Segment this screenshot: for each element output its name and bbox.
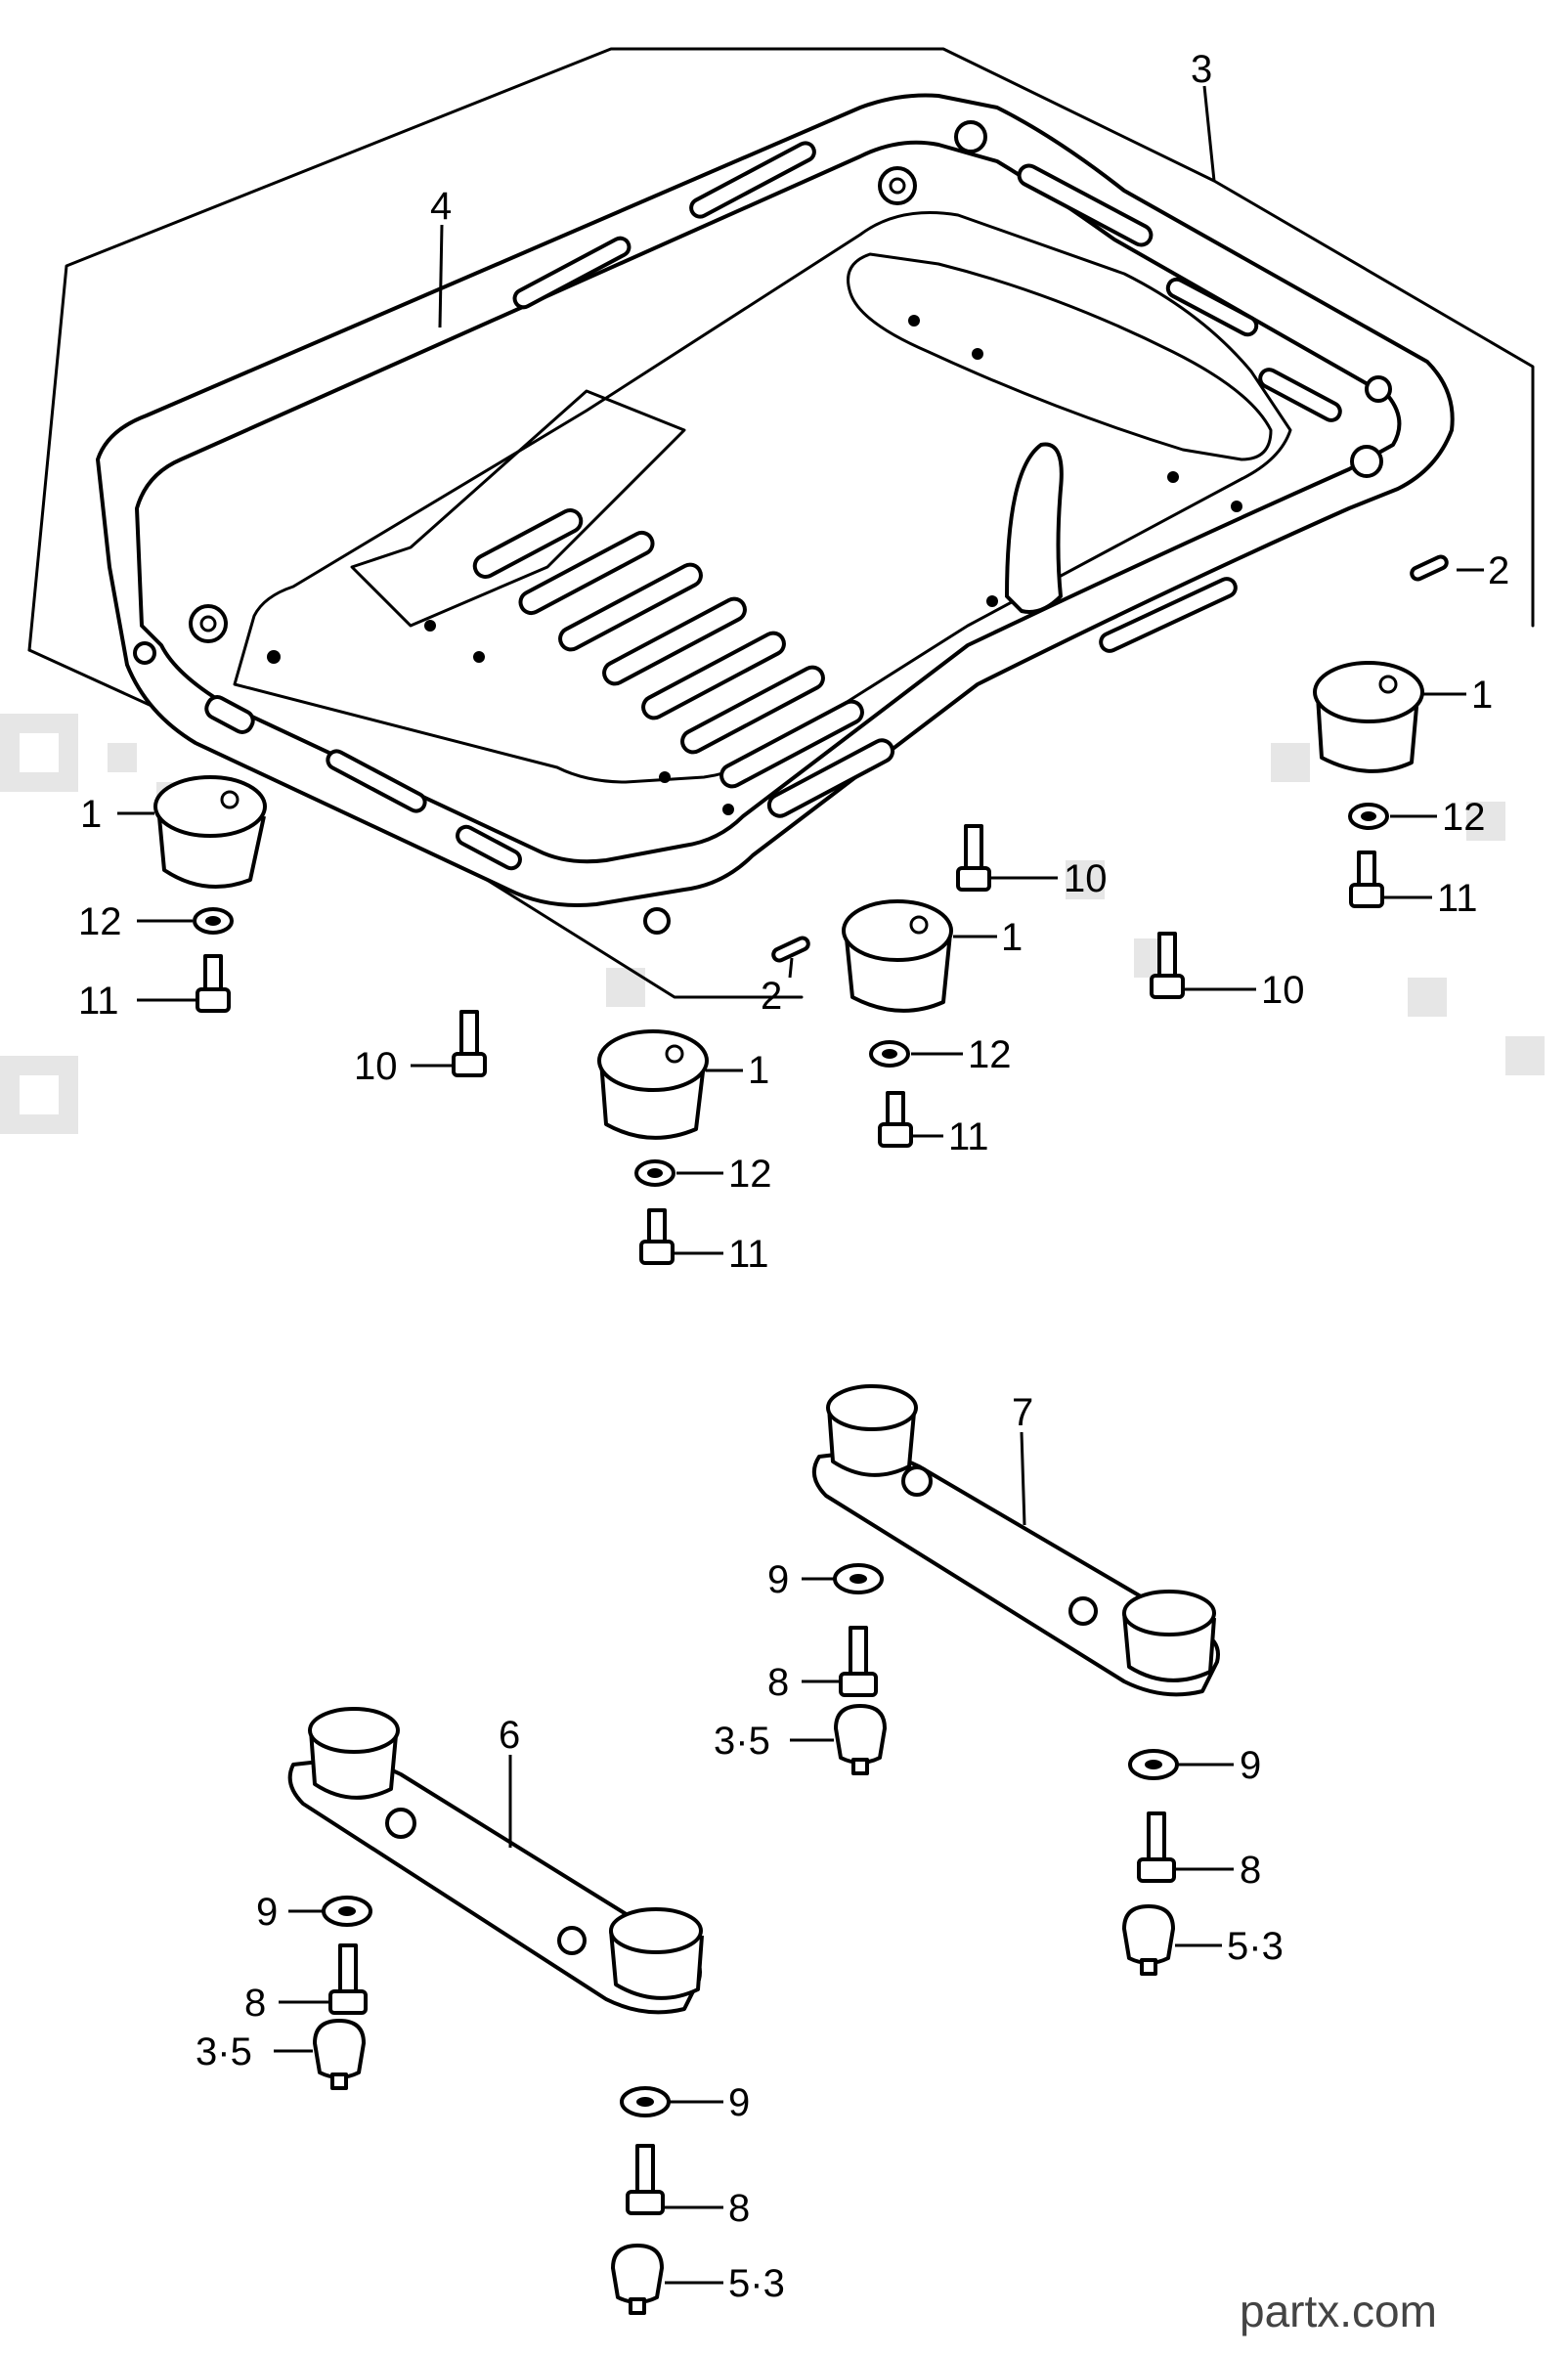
bracket-7 bbox=[811, 1384, 1220, 1697]
pin-left bbox=[771, 936, 810, 963]
callout-labels: 3 4 2 2 1 1 1 1 12 12 12 12 11 11 11 11 … bbox=[78, 48, 1509, 2305]
callout-10-right: 10 bbox=[1261, 969, 1305, 1012]
callout-9-lower-right: 9 bbox=[728, 2081, 750, 2124]
callout-8-lower-right: 8 bbox=[728, 2187, 750, 2230]
callout-5-3-lower: 5·3 bbox=[728, 2262, 785, 2305]
watermark-text: partx.com bbox=[1240, 2286, 1437, 2336]
callout-11-lower: 11 bbox=[728, 1233, 769, 1276]
leader-lines bbox=[117, 85, 1484, 2285]
callout-6: 6 bbox=[499, 1714, 520, 1757]
bracket-6 bbox=[287, 1707, 704, 2015]
callout-8-upper-left: 8 bbox=[767, 1661, 789, 1704]
callout-9-upper-left: 9 bbox=[767, 1558, 789, 1601]
battery-tray bbox=[96, 93, 1455, 963]
callout-3-5-lower: 3·5 bbox=[196, 2030, 252, 2073]
rubber-mount-1b bbox=[1313, 661, 1424, 773]
callout-1-lower: 1 bbox=[748, 1049, 769, 1092]
callout-8-lower-left: 8 bbox=[244, 1982, 266, 2025]
callout-11-right: 11 bbox=[1437, 877, 1478, 920]
callout-12-lower: 12 bbox=[728, 1153, 772, 1196]
callout-1-left: 1 bbox=[80, 793, 102, 836]
callout-4: 4 bbox=[430, 185, 452, 228]
callout-2-right: 2 bbox=[1488, 549, 1509, 592]
callout-3-5-upper: 3·5 bbox=[714, 1720, 770, 1763]
rubber-mount-1c bbox=[842, 899, 953, 1013]
floor-slots bbox=[472, 507, 895, 818]
tray-nuts bbox=[133, 120, 1392, 935]
pin-right bbox=[1410, 554, 1449, 582]
callout-7: 7 bbox=[1012, 1391, 1033, 1434]
rubber-caps bbox=[313, 1704, 1175, 2315]
rim-slots bbox=[204, 141, 1342, 871]
callout-3: 3 bbox=[1191, 48, 1212, 91]
washers-9 bbox=[322, 1563, 1179, 2117]
callout-10-center: 10 bbox=[1064, 857, 1108, 900]
rubber-mount-1a bbox=[153, 775, 267, 890]
washers-12 bbox=[193, 803, 1389, 1187]
callout-5-3-upper: 5·3 bbox=[1227, 1925, 1284, 1968]
rubber-mount-1d bbox=[597, 1029, 709, 1140]
callout-1-center: 1 bbox=[1001, 916, 1023, 959]
callout-10-left: 10 bbox=[354, 1045, 398, 1088]
callout-8-upper-right: 8 bbox=[1240, 1849, 1261, 1892]
callout-11-center: 11 bbox=[948, 1115, 989, 1158]
bolts bbox=[196, 824, 1384, 1265]
callout-9-lower-left: 9 bbox=[256, 1891, 278, 1934]
callout-11-left: 11 bbox=[78, 980, 119, 1023]
bolts-8 bbox=[328, 1626, 1176, 2215]
callout-12-left: 12 bbox=[78, 900, 122, 943]
callout-9-upper-right: 9 bbox=[1240, 1744, 1261, 1787]
callout-1-right: 1 bbox=[1471, 674, 1493, 717]
tray-holes bbox=[267, 315, 1242, 815]
callout-2-left: 2 bbox=[761, 975, 782, 1018]
callout-12-center: 12 bbox=[968, 1033, 1012, 1076]
strap-tab bbox=[1005, 442, 1064, 614]
callout-12-right: 12 bbox=[1442, 796, 1486, 839]
